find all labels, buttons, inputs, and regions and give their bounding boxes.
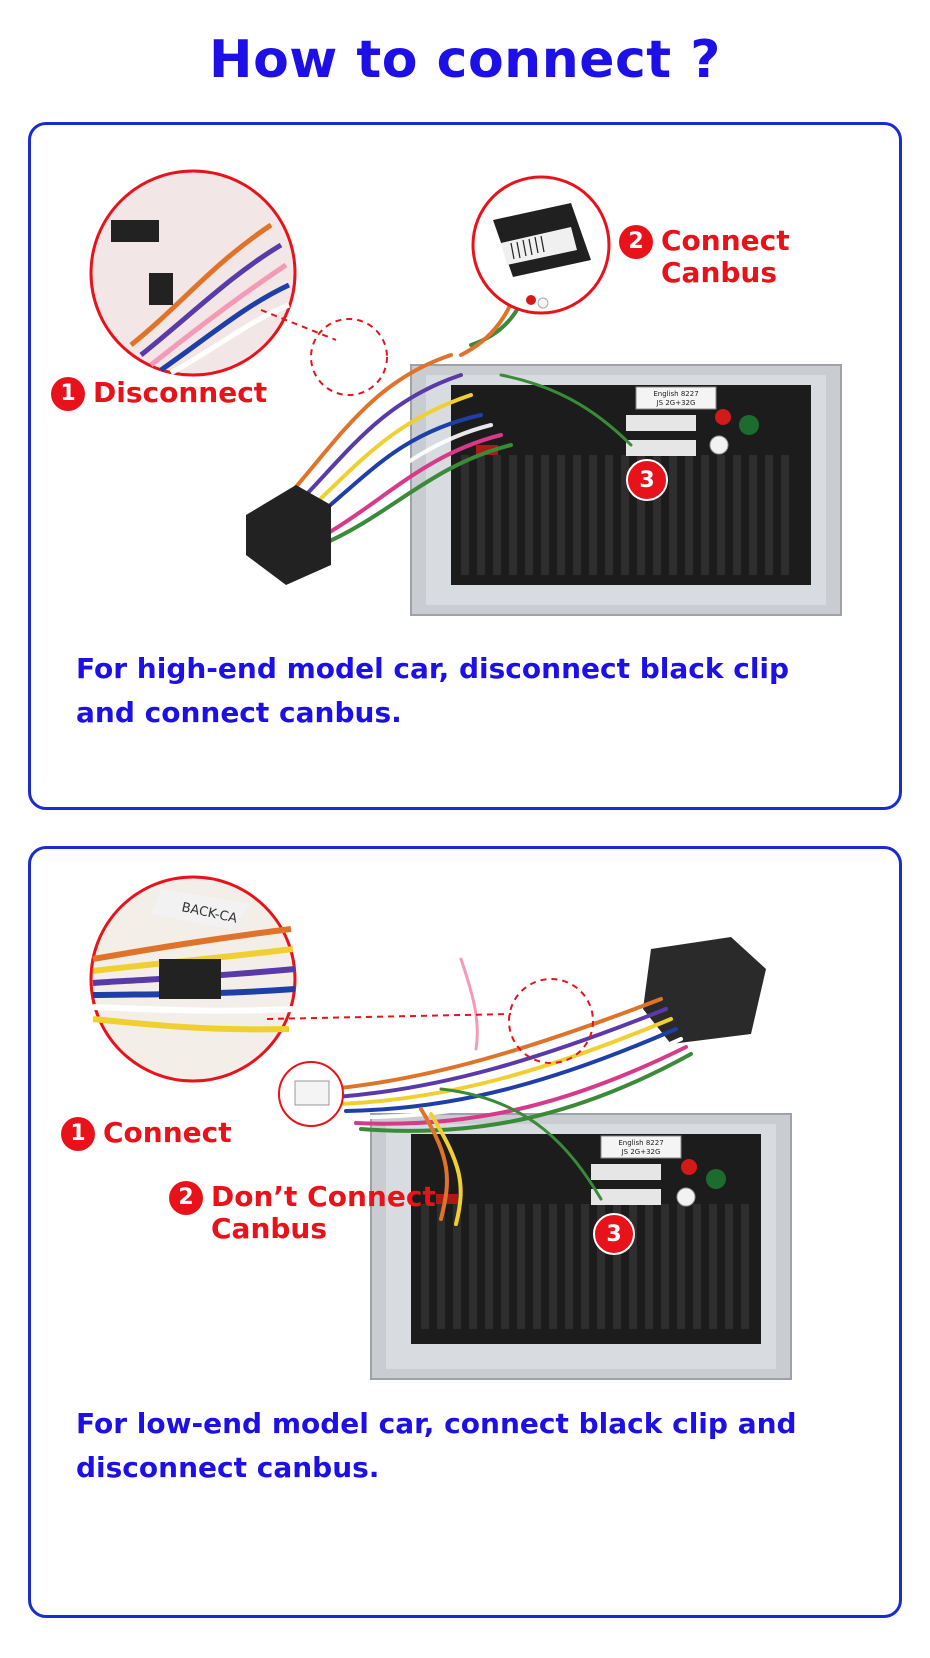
sticker-text: English 8227	[653, 390, 698, 398]
sticker-text-2: JS 2G+32G	[656, 399, 696, 407]
sticker-text-2: JS 2G+32G	[621, 1148, 661, 1156]
wiring-harness-image	[329, 957, 693, 1226]
step-connect-canbus-line1: Connect	[661, 224, 790, 257]
step-number-badge: 2	[619, 225, 653, 259]
low-end-section: English 8227 JS 2G+32G	[28, 846, 902, 1618]
high-end-description: For high-end model car, disconnect black…	[76, 652, 790, 729]
step-dont-connect-canbus-label: 2 Don’t Connect Canbus	[169, 1181, 436, 1245]
step-connect-canbus-line2: Canbus	[661, 256, 778, 289]
sticker-text: English 8227	[618, 1139, 663, 1147]
step-connect-text: Connect	[103, 1116, 232, 1149]
step-connect-label: 1 Connect	[61, 1117, 232, 1151]
head-unit-image: English 8227 JS 2G+32G	[410, 364, 842, 616]
step-number-badge: 1	[51, 377, 85, 411]
low-end-illustration: English 8227 JS 2G+32G	[89, 875, 792, 1380]
step-disconnect-text: Disconnect	[93, 376, 268, 409]
step-dont-connect-line1: Don’t Connect	[211, 1180, 436, 1213]
head-unit-image: English 8227 JS 2G+32G	[370, 1113, 792, 1380]
high-end-illustration: English 8227 JS 2G+32G	[89, 169, 842, 616]
step-number-badge: 2	[169, 1181, 203, 1215]
step-dont-connect-line2: Canbus	[211, 1212, 328, 1245]
high-end-section: English 8227 JS 2G+32G	[28, 122, 902, 810]
step-connect-canbus-label: 2 Connect Canbus	[619, 225, 790, 289]
step-3-badge: 3	[593, 1213, 635, 1255]
canbus-box-image	[493, 203, 591, 309]
step-number-badge: 1	[61, 1117, 95, 1151]
low-end-description: For low-end model car, connect black cli…	[76, 1407, 797, 1484]
step-3-badge: 3	[626, 459, 668, 501]
step-disconnect-label: 1 Disconnect	[51, 377, 267, 411]
page-title: How to connect ?	[209, 30, 721, 90]
